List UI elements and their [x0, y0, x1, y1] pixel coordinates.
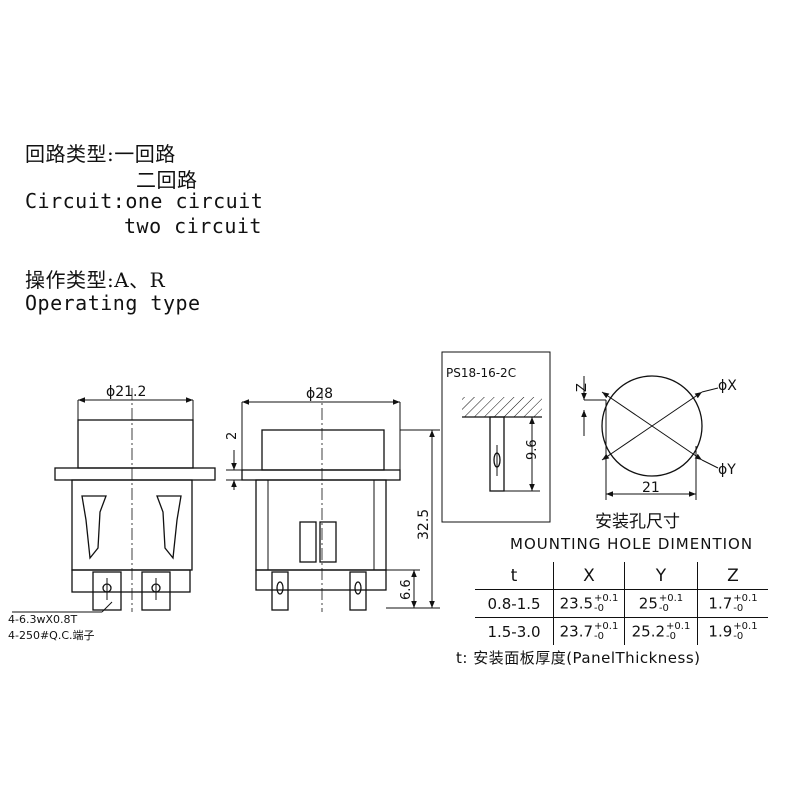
- column-header-x: X: [553, 562, 625, 590]
- height-dim: 32.5: [416, 509, 432, 540]
- terminal-note-2: 4-250#Q.C.端子: [8, 629, 95, 642]
- cell-y-value: 25.2: [631, 622, 666, 640]
- column-header-t: t: [475, 562, 554, 590]
- mounting-hole-table: t X Y Z 0.8-1.5 23.5+0.1-0 25+0.1-0 1.7+…: [475, 562, 768, 645]
- table-row: 0.8-1.5 23.5+0.1-0 25+0.1-0 1.7+0.1-0: [475, 589, 768, 618]
- cell-z-value: 1.7: [708, 594, 733, 612]
- cell-y-tolerance: +0.1-0: [658, 592, 684, 614]
- side-width-dim: ϕ28: [306, 386, 333, 402]
- front-width-dim: ϕ21.2: [106, 384, 146, 400]
- tol-lower: -0: [733, 630, 744, 642]
- tol-upper: +0.1: [594, 620, 619, 632]
- cell-x-tolerance: +0.1-0: [594, 620, 619, 642]
- flange-thickness-dim: 2: [225, 432, 240, 440]
- terminal-note-1: 4-6.3wX0.8T: [8, 613, 77, 626]
- tol-upper: +0.1: [666, 620, 691, 632]
- table-row: 1.5-3.0 23.7+0.1-0 25.2+0.1-0 1.9+0.1-0: [475, 617, 769, 646]
- operating-type-cn: 操作类型:A、R: [25, 268, 166, 292]
- x-diameter-label: ϕX: [718, 378, 737, 394]
- mounting-title-cn: 安装孔尺寸: [595, 512, 680, 532]
- panel-thickness-footnote: t: 安装面板厚度(PanelThickness): [456, 649, 701, 667]
- hole-view: [581, 375, 719, 500]
- cell-x: 23.7+0.1-0: [553, 617, 625, 645]
- tol-upper: +0.1: [594, 592, 619, 604]
- cell-t: 0.8-1.5: [475, 589, 554, 618]
- tol-lower: -0: [594, 630, 605, 642]
- terminal-length-dim: 6.6: [399, 579, 414, 600]
- cell-z-tolerance: +0.1-0: [733, 620, 758, 642]
- side-view: [226, 388, 440, 612]
- front-view: [12, 388, 216, 613]
- circuit-en-two: two circuit: [124, 214, 262, 238]
- operating-type-en: Operating type: [25, 291, 201, 315]
- cell-z-tolerance: +0.1-0: [733, 592, 758, 614]
- panel-depth-dim: 9.6: [525, 439, 540, 460]
- cell-x-tolerance: +0.1-0: [594, 592, 619, 614]
- tol-lower: -0: [658, 602, 669, 614]
- z-label: Z: [575, 383, 590, 392]
- cell-x-value: 23.7: [559, 622, 594, 640]
- circuit-en-one: one circuit: [125, 189, 264, 213]
- circuit-en-label: Circuit:one circuit: [25, 189, 263, 213]
- tol-lower: -0: [594, 602, 605, 614]
- mounting-title-en: MOUNTING HOLE DIMENTION: [510, 535, 753, 553]
- circuit-type-cn-label: 回路类型:一回路: [25, 138, 176, 167]
- circuit-type-cn-prefix: 回路类型:: [25, 142, 115, 166]
- tol-upper: +0.1: [733, 592, 758, 604]
- tol-upper: +0.1: [658, 592, 684, 604]
- panel-view: [441, 351, 551, 523]
- tol-lower: -0: [733, 602, 744, 614]
- cell-y-tolerance: +0.1-0: [666, 620, 691, 642]
- hole-width-dim: 21: [642, 480, 660, 496]
- column-header-z: Z: [697, 562, 768, 590]
- cell-z: 1.9+0.1-0: [698, 618, 769, 646]
- cell-x-value: 23.5: [559, 594, 594, 612]
- table-header-row: t X Y Z: [475, 562, 768, 590]
- tol-upper: +0.1: [733, 620, 758, 632]
- circuit-type-cn-one: 一回路: [114, 142, 176, 166]
- y-diameter-label: ϕY: [718, 462, 736, 478]
- cell-x: 23.5+0.1-0: [553, 589, 625, 618]
- panel-model-label: PS18-16-2C: [446, 366, 516, 380]
- tol-lower: -0: [666, 630, 677, 642]
- cell-t: 1.5-3.0: [475, 617, 554, 645]
- cell-y-value: 25: [638, 594, 658, 612]
- column-header-y: Y: [624, 562, 698, 590]
- cell-y: 25.2+0.1-0: [624, 617, 698, 645]
- cell-z-value: 1.9: [708, 622, 733, 640]
- circuit-type-cn-two: 二回路: [136, 168, 198, 192]
- cell-y: 25+0.1-0: [624, 589, 698, 618]
- cell-z: 1.7+0.1-0: [697, 589, 768, 618]
- circuit-en-prefix: Circuit:: [25, 189, 126, 213]
